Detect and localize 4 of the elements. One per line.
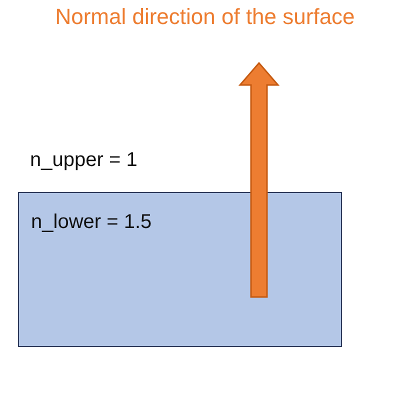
refractive-index-label: n_lower = 1.5 <box>31 211 152 234</box>
refractive-index-label: n_upper = 1 <box>30 149 138 172</box>
arrow-caption: Normal direction of the surface <box>55 4 355 30</box>
material-block <box>18 192 342 347</box>
